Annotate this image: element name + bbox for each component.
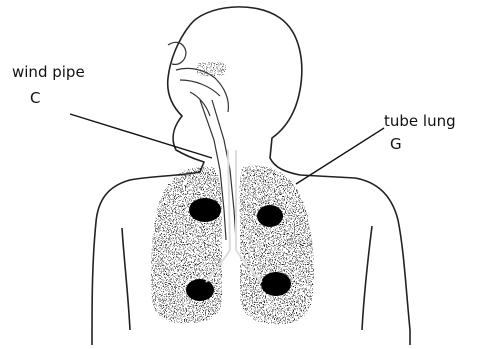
chest-stipple: [122, 130, 342, 330]
windpipe-label: wind pipe: [12, 64, 85, 81]
tubelung-label: tube lung: [384, 113, 456, 130]
tubelung-pointer: [296, 128, 384, 184]
windpipe-pointer: [70, 114, 212, 158]
nasal-cavity-shade: [196, 62, 226, 76]
windpipe-letter: C: [30, 90, 40, 107]
right-arm-inner: [362, 226, 372, 330]
lung-lobe: [186, 279, 214, 301]
tubelung-letter: G: [390, 136, 402, 153]
lung-lobe: [261, 272, 291, 296]
lungs: [122, 130, 342, 330]
lung-lobe: [257, 205, 283, 227]
lung-lobe: [189, 198, 221, 222]
